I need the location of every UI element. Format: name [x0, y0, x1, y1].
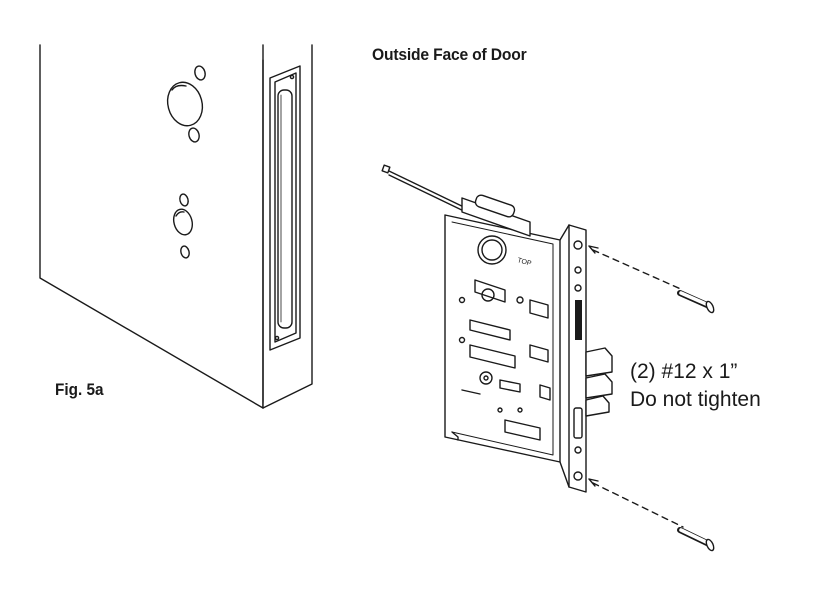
screw-callout: (2) #12 x 1” Do not tighten [630, 358, 761, 414]
cylinder-hole-upper [166, 65, 206, 143]
svg-text:TOP: TOP [516, 257, 532, 268]
screw-callout-line2: Do not tighten [630, 388, 761, 411]
diagram-title: Outside Face of Door [372, 45, 527, 64]
lock-cable [381, 164, 471, 215]
screw-upper [588, 245, 715, 314]
door-edge [39, 44, 313, 409]
screw-callout-line1: (2) #12 x 1” [630, 360, 738, 383]
mortise-lock-body: TOP [444, 194, 613, 493]
figure-label: Fig. 5a [55, 380, 104, 399]
cylinder-hole-lower [172, 193, 194, 259]
screw-lower [588, 478, 715, 552]
